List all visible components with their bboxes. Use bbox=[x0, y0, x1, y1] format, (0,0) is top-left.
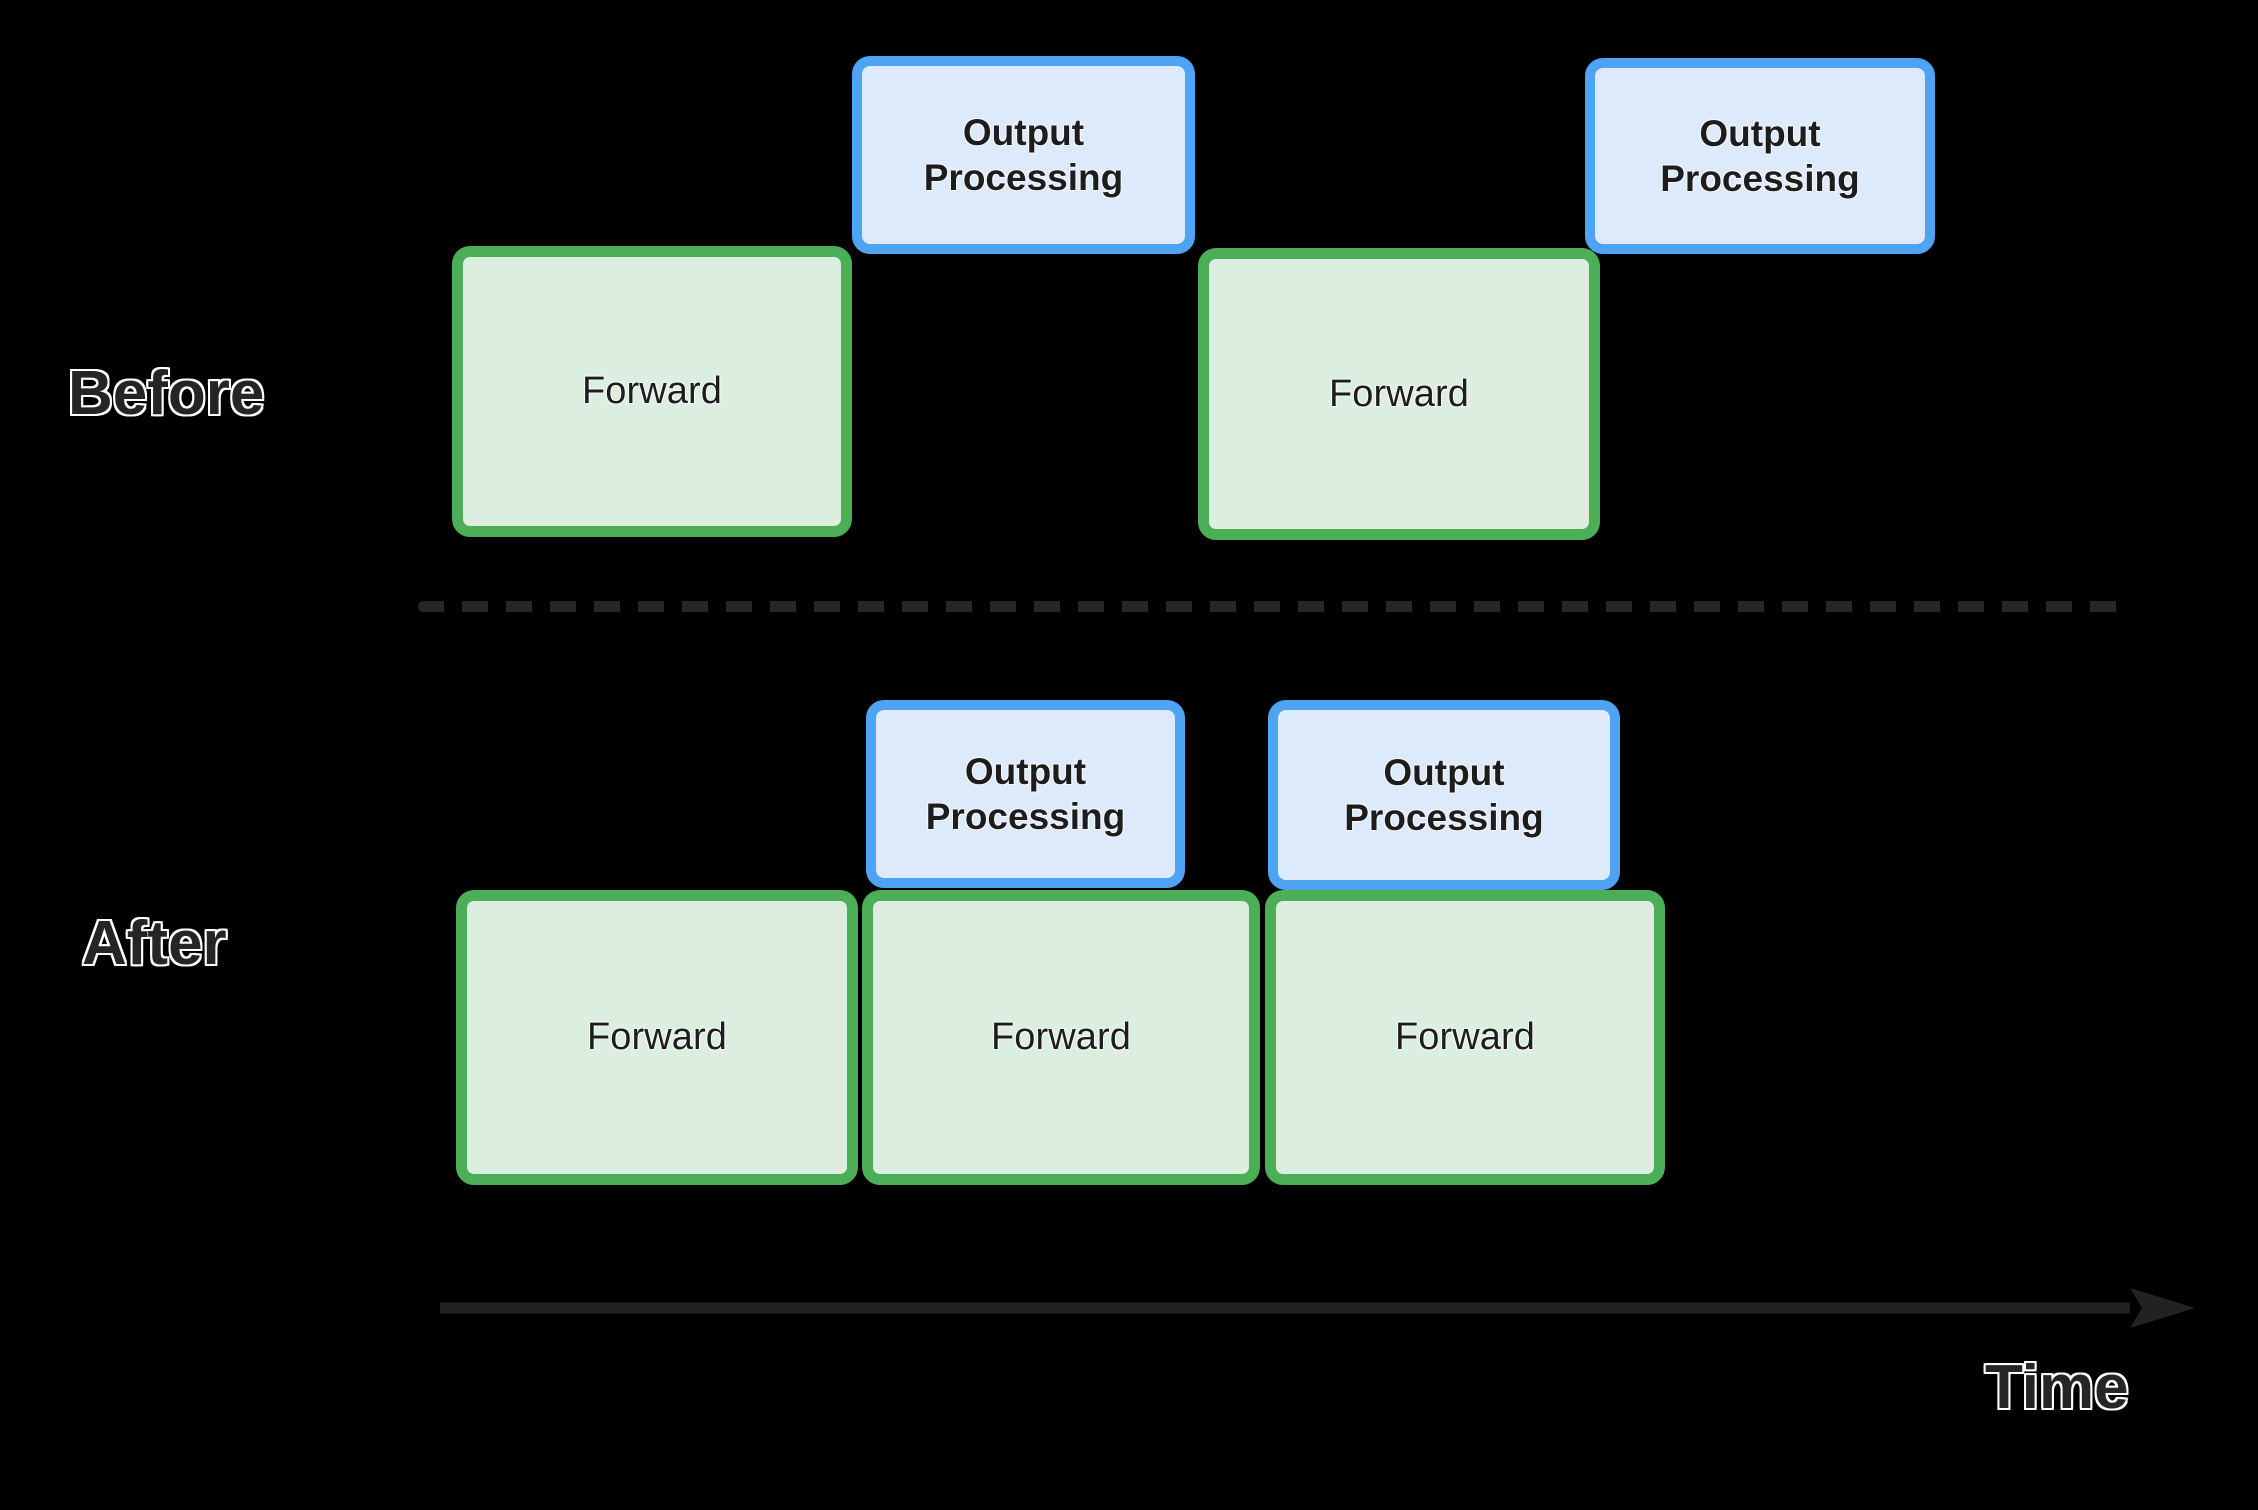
axis-label-time: Time bbox=[1984, 1352, 2131, 1424]
before-output-processing-block-1: Output Processing bbox=[852, 56, 1195, 254]
forward-text: Forward bbox=[586, 1016, 728, 1058]
output-line-2: Processing bbox=[923, 157, 1124, 198]
before-output-processing-block-2: Output Processing bbox=[1585, 58, 1935, 254]
output-line-1: Output bbox=[964, 750, 1087, 792]
output-processing-text: Output Processing bbox=[1338, 750, 1549, 841]
time-axis-arrow bbox=[440, 1288, 2195, 1328]
after-forward-block-3: Forward bbox=[1265, 890, 1665, 1185]
output-line-2: Processing bbox=[1344, 797, 1544, 838]
forward-text: Forward bbox=[990, 1016, 1132, 1058]
forward-text: Forward bbox=[1328, 372, 1470, 415]
after-forward-block-2: Forward bbox=[862, 890, 1260, 1185]
output-line-1: Output bbox=[1383, 751, 1505, 793]
after-output-processing-block-1: Output Processing bbox=[866, 700, 1185, 888]
after-forward-block-1: Forward bbox=[456, 890, 858, 1185]
output-line-1: Output bbox=[1699, 112, 1821, 154]
row-label-before: Before bbox=[66, 358, 265, 430]
output-processing-text: Output Processing bbox=[920, 749, 1131, 840]
output-line-2: Processing bbox=[1660, 158, 1860, 199]
output-processing-text: Output Processing bbox=[1654, 111, 1865, 202]
forward-text: Forward bbox=[1394, 1016, 1536, 1058]
row-label-after: After bbox=[81, 908, 229, 980]
before-forward-block-1: Forward bbox=[452, 246, 852, 537]
output-processing-text: Output Processing bbox=[918, 110, 1129, 201]
before-forward-block-2: Forward bbox=[1198, 248, 1600, 540]
section-divider-dashed-line bbox=[418, 601, 2125, 612]
time-axis-arrowhead bbox=[2130, 1288, 2195, 1328]
output-line-1: Output bbox=[962, 111, 1085, 153]
after-output-processing-block-2: Output Processing bbox=[1268, 700, 1620, 890]
output-line-2: Processing bbox=[925, 796, 1126, 837]
forward-text: Forward bbox=[581, 370, 723, 412]
